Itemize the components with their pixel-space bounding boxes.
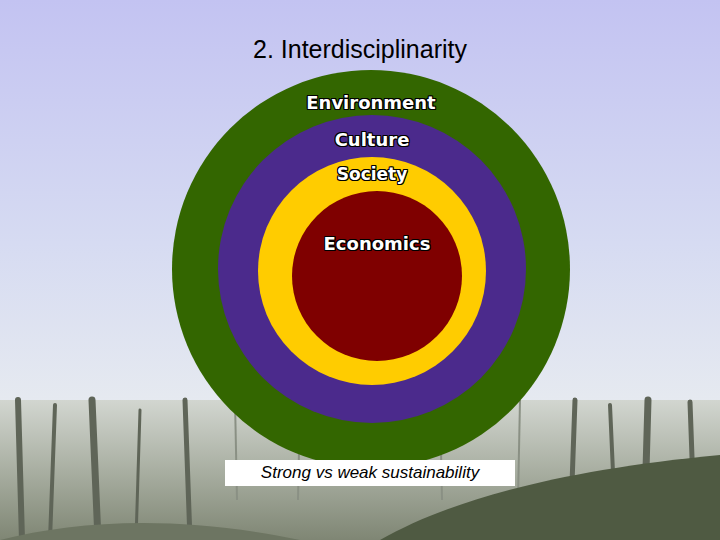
ring-label: Environment — [306, 70, 435, 112]
circle-fill — [258, 157, 486, 385]
slope — [0, 523, 300, 540]
environment-circle: EnvironmentCultureSocietyEconomics — [172, 70, 570, 468]
economics-circle: Economics — [292, 191, 462, 361]
ring-label: Culture — [335, 115, 410, 149]
caption: Strong vs weak sustainability — [225, 460, 515, 486]
circle-fill — [292, 191, 462, 361]
caption-patch: Strong vs weak sustainability — [225, 460, 515, 486]
slide-title: 2. Interdisciplinarity — [0, 34, 720, 64]
ring-label: Society — [337, 157, 408, 183]
circle-fill — [218, 115, 526, 423]
society-circle: SocietyEconomics — [258, 157, 486, 385]
circle-outline — [292, 191, 462, 361]
ring-label: Economics — [324, 191, 431, 253]
culture-circle: CultureSocietyEconomics — [218, 115, 526, 423]
circle-fill — [172, 70, 570, 468]
